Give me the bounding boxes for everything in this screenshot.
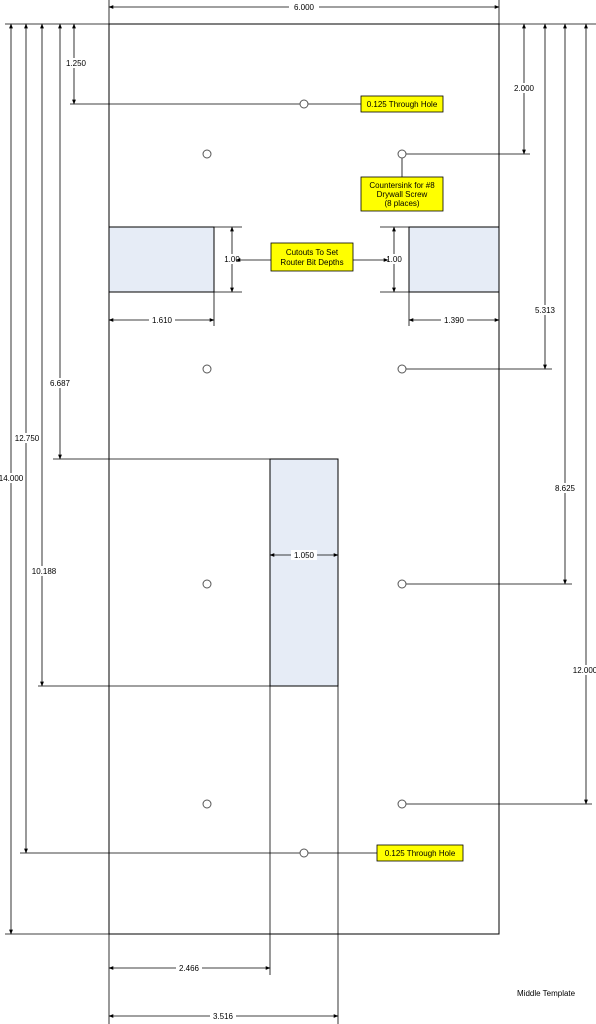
note-through-hole-bottom: 0.125 Through Hole <box>376 844 464 862</box>
dim-cutout-height-left: 1.00 <box>224 255 240 264</box>
through-hole-top <box>299 99 309 109</box>
screw-hole <box>397 149 407 159</box>
dim-cutout-right-width: 1.390 <box>444 316 465 325</box>
screw-hole <box>202 149 212 159</box>
screw-hole <box>202 579 212 589</box>
dim-screw-row1: 2.000 <box>514 84 535 93</box>
note-countersink: Countersink for #8 Drywall Screw (8 plac… <box>360 176 444 212</box>
screw-hole <box>397 364 407 374</box>
dim-overall-height: 14.000 <box>0 474 24 483</box>
screw-hole <box>202 799 212 809</box>
svg-text:Router Bit Depths: Router Bit Depths <box>280 258 343 267</box>
dim-screw-row4: 12.000 <box>573 666 596 675</box>
screw-hole <box>397 579 407 589</box>
svg-text:0.125 Through Hole: 0.125 Through Hole <box>367 100 438 109</box>
dim-center-cutout-top: 6.687 <box>50 379 71 388</box>
svg-text:(8 places): (8 places) <box>384 199 419 208</box>
cutout-right <box>408 226 500 293</box>
svg-text:0.125 Through Hole: 0.125 Through Hole <box>385 849 456 858</box>
svg-text:Cutouts To Set: Cutouts To Set <box>286 248 339 257</box>
svg-text:Drywall Screw: Drywall Screw <box>377 190 428 199</box>
svg-text:Countersink for #8: Countersink for #8 <box>369 181 435 190</box>
dim-center-cutout-bottom: 10.188 <box>32 567 57 576</box>
dim-center-cutout-right: 3.516 <box>213 1012 234 1021</box>
cutout-center <box>269 458 339 687</box>
cutout-left <box>108 226 215 293</box>
dim-cutout-left-width: 1.610 <box>152 316 173 325</box>
dim-top-hole-offset: 1.250 <box>66 59 87 68</box>
dim-screw-row3: 8.625 <box>555 484 576 493</box>
screw-hole <box>202 364 212 374</box>
note-cutouts: Cutouts To Set Router Bit Depths <box>270 242 354 272</box>
dim-center-cutout-width: 1.050 <box>294 551 315 560</box>
dim-center-cutout-left: 2.466 <box>179 964 200 973</box>
through-hole-bottom <box>299 848 309 858</box>
screw-hole <box>397 799 407 809</box>
dim-width-total: 6.000 <box>294 3 315 12</box>
dim-bottom-hole-offset: 12.750 <box>15 434 40 443</box>
caption: Middle Template <box>517 989 576 998</box>
dim-cutout-height-right: 1.00 <box>386 255 402 264</box>
dim-screw-row2: 5.313 <box>535 306 556 315</box>
note-through-hole-top: 0.125 Through Hole <box>360 95 444 113</box>
